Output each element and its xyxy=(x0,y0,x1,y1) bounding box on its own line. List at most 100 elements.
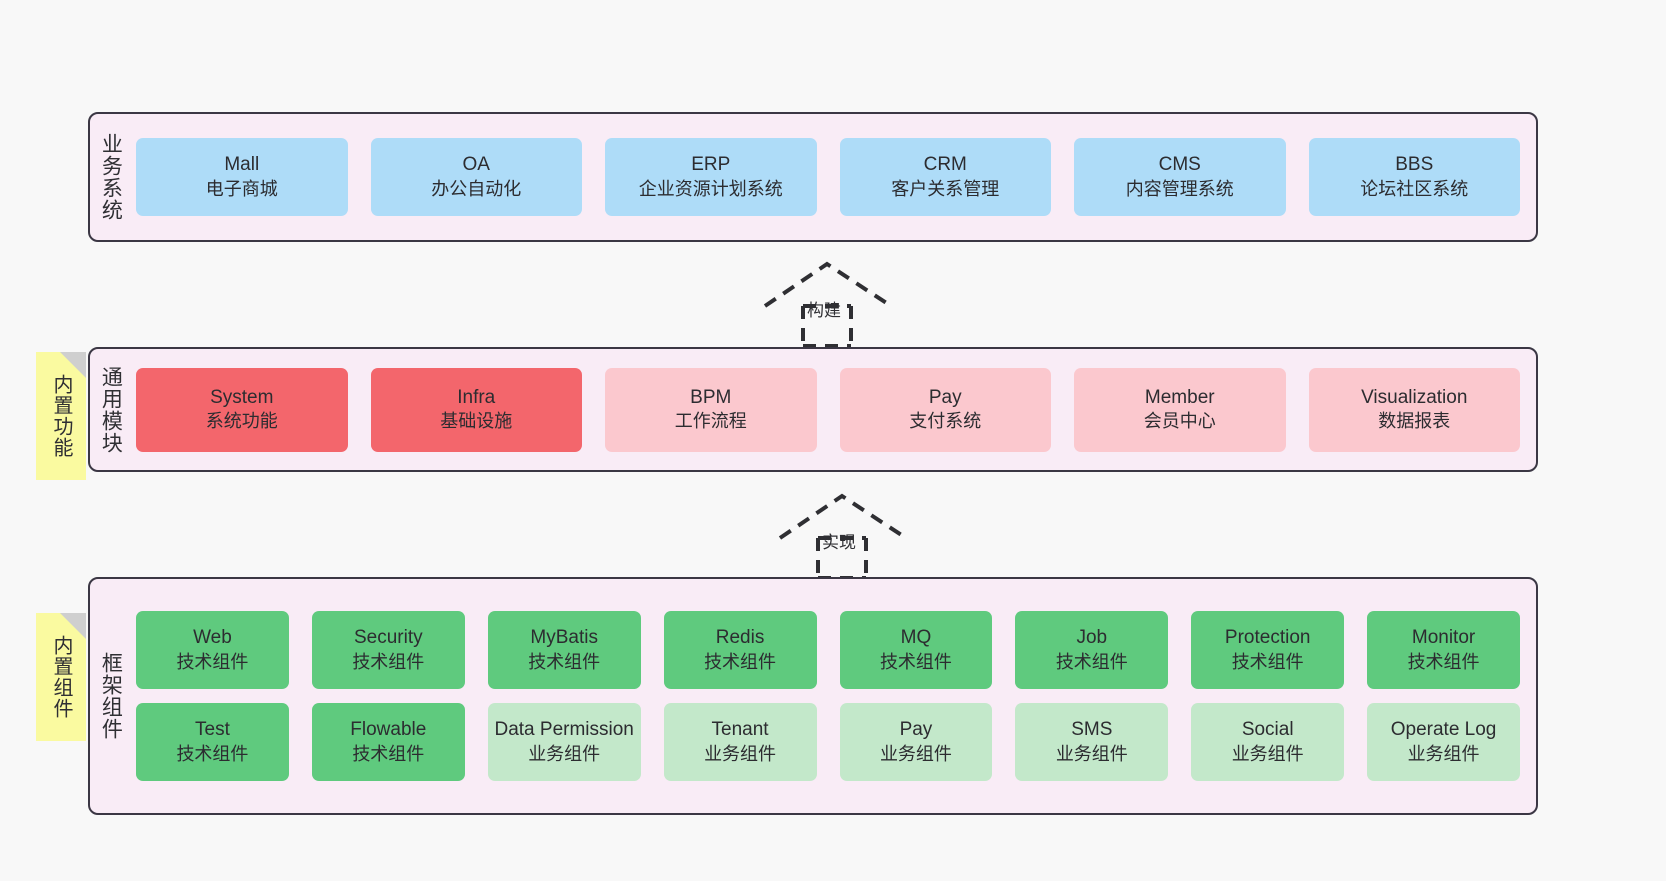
node-subtitle: 技术组件 xyxy=(528,651,601,672)
node-subtitle: 技术组件 xyxy=(352,651,425,672)
node-title: MyBatis xyxy=(530,627,598,649)
layer-business-system: 业务系统 Mall 电子商城 OA 办公自动化 ERP 企业资源计划系统 CRM… xyxy=(88,112,1538,242)
node-redis[interactable]: Redis 技术组件 xyxy=(663,611,817,689)
node-title: System xyxy=(210,386,274,408)
node-subtitle: 技术组件 xyxy=(1231,651,1304,672)
node-subtitle: 企业资源计划系统 xyxy=(638,178,783,199)
node-title: Security xyxy=(353,627,423,649)
node-title: Monitor xyxy=(1411,627,1476,649)
node-title: Mall xyxy=(224,154,260,176)
node-web[interactable]: Web 技术组件 xyxy=(136,611,289,689)
business-node-row: Mall 电子商城 OA 办公自动化 ERP 企业资源计划系统 CRM 客户关系… xyxy=(136,138,1520,216)
node-bpm[interactable]: BPM 工作流程 xyxy=(605,367,817,452)
connector-build-arrow xyxy=(763,261,893,348)
node-member[interactable]: Member 会员中心 xyxy=(1074,367,1286,452)
node-job[interactable]: Job 技术组件 xyxy=(1015,611,1169,689)
node-data-permission[interactable]: Data Permission 业务组件 xyxy=(487,703,641,781)
node-subtitle: 业务组件 xyxy=(1231,743,1304,764)
node-operate-log[interactable]: Operate Log 业务组件 xyxy=(1367,703,1520,781)
node-subtitle: 办公自动化 xyxy=(431,178,522,199)
node-subtitle: 基础设施 xyxy=(440,411,513,432)
node-title: Tenant xyxy=(711,719,769,741)
node-title: OA xyxy=(462,154,490,176)
layer-common-modules-label: 通用模块 xyxy=(99,365,123,454)
node-title: BPM xyxy=(690,386,732,408)
node-subtitle: 系统功能 xyxy=(205,411,278,432)
node-title: Infra xyxy=(457,386,496,408)
node-infra[interactable]: Infra 基础设施 xyxy=(370,367,582,452)
note-builtin-features-label: 内置功能 xyxy=(50,374,72,458)
node-subtitle: 业务组件 xyxy=(528,743,601,764)
layer-common-modules: 通用模块 System 系统功能 Infra 基础设施 BPM 工作流程 Pay… xyxy=(88,347,1538,472)
node-title: Pay xyxy=(899,719,933,741)
node-subtitle: 业务组件 xyxy=(1055,743,1128,764)
node-subtitle: 支付系统 xyxy=(909,411,982,432)
node-subtitle: 电子商城 xyxy=(205,178,278,199)
node-subtitle: 技术组件 xyxy=(1055,651,1128,672)
node-title: Member xyxy=(1144,386,1215,408)
connector-build: 构建 xyxy=(755,258,905,348)
framework-biz-row: Test 技术组件 Flowable 技术组件 Data Permission … xyxy=(136,703,1520,781)
node-cms[interactable]: CMS 内容管理系统 xyxy=(1074,138,1286,216)
layer-business-system-label: 业务系统 xyxy=(99,133,123,221)
node-social[interactable]: Social 业务组件 xyxy=(1191,703,1345,781)
note-builtin-components: 内置组件 xyxy=(36,613,86,741)
node-security[interactable]: Security 技术组件 xyxy=(311,611,465,689)
node-crm[interactable]: CRM 客户关系管理 xyxy=(839,138,1051,216)
node-subtitle: 技术组件 xyxy=(879,651,952,672)
node-system[interactable]: System 系统功能 xyxy=(136,367,348,452)
node-subtitle: 业务组件 xyxy=(1407,743,1480,764)
node-title: Job xyxy=(1076,627,1108,649)
node-pay-module[interactable]: Pay 支付系统 xyxy=(839,367,1051,452)
node-protection[interactable]: Protection 技术组件 xyxy=(1191,611,1345,689)
node-subtitle: 工作流程 xyxy=(674,411,747,432)
node-pay-component[interactable]: Pay 业务组件 xyxy=(839,703,993,781)
node-title: ERP xyxy=(691,154,731,176)
node-mybatis[interactable]: MyBatis 技术组件 xyxy=(487,611,641,689)
node-sms[interactable]: SMS 业务组件 xyxy=(1015,703,1169,781)
layer-framework-components-body: Web 技术组件 Security 技术组件 MyBatis 技术组件 Redi… xyxy=(130,579,1536,813)
node-test[interactable]: Test 技术组件 xyxy=(136,703,289,781)
node-mall[interactable]: Mall 电子商城 xyxy=(136,138,348,216)
connector-implement-label: 实现 xyxy=(822,533,856,552)
note-builtin-features: 内置功能 xyxy=(36,352,86,480)
node-title: BBS xyxy=(1395,154,1434,176)
node-visualization[interactable]: Visualization 数据报表 xyxy=(1308,367,1520,452)
node-title: Visualization xyxy=(1361,386,1468,408)
framework-tech-row: Web 技术组件 Security 技术组件 MyBatis 技术组件 Redi… xyxy=(136,611,1520,689)
node-oa[interactable]: OA 办公自动化 xyxy=(370,138,582,216)
connector-build-label: 构建 xyxy=(807,301,841,320)
node-subtitle: 技术组件 xyxy=(352,743,425,764)
node-title: SMS xyxy=(1071,719,1113,741)
node-flowable[interactable]: Flowable 技术组件 xyxy=(311,703,465,781)
node-title: Redis xyxy=(715,627,765,649)
node-subtitle: 数据报表 xyxy=(1378,411,1451,432)
note-fold-corner xyxy=(60,352,86,378)
node-title: Operate Log xyxy=(1390,719,1497,741)
node-mq[interactable]: MQ 技术组件 xyxy=(839,611,993,689)
node-tenant[interactable]: Tenant 业务组件 xyxy=(663,703,817,781)
node-subtitle: 技术组件 xyxy=(1407,651,1480,672)
node-title: Test xyxy=(195,719,230,741)
node-subtitle: 论坛社区系统 xyxy=(1360,178,1469,199)
node-subtitle: 业务组件 xyxy=(879,743,952,764)
node-subtitle: 技术组件 xyxy=(176,743,249,764)
node-title: Flowable xyxy=(350,719,427,741)
layer-business-system-body: Mall 电子商城 OA 办公自动化 ERP 企业资源计划系统 CRM 客户关系… xyxy=(130,114,1536,240)
node-bbs[interactable]: BBS 论坛社区系统 xyxy=(1308,138,1520,216)
node-subtitle: 内容管理系统 xyxy=(1125,178,1234,199)
node-subtitle: 会员中心 xyxy=(1143,411,1216,432)
node-title: Data Permission xyxy=(494,719,634,741)
node-subtitle: 客户关系管理 xyxy=(891,178,1000,199)
node-subtitle: 业务组件 xyxy=(704,743,777,764)
node-title: CRM xyxy=(923,154,967,176)
node-erp[interactable]: ERP 企业资源计划系统 xyxy=(605,138,817,216)
node-subtitle: 技术组件 xyxy=(176,651,249,672)
node-subtitle: 技术组件 xyxy=(704,651,777,672)
note-fold-corner xyxy=(60,613,86,639)
connector-implement: 实现 xyxy=(770,490,920,580)
node-title: Social xyxy=(1241,719,1294,741)
node-monitor[interactable]: Monitor 技术组件 xyxy=(1367,611,1520,689)
layer-framework-components: 框架组件 Web 技术组件 Security 技术组件 MyBatis 技术组件… xyxy=(88,577,1538,815)
